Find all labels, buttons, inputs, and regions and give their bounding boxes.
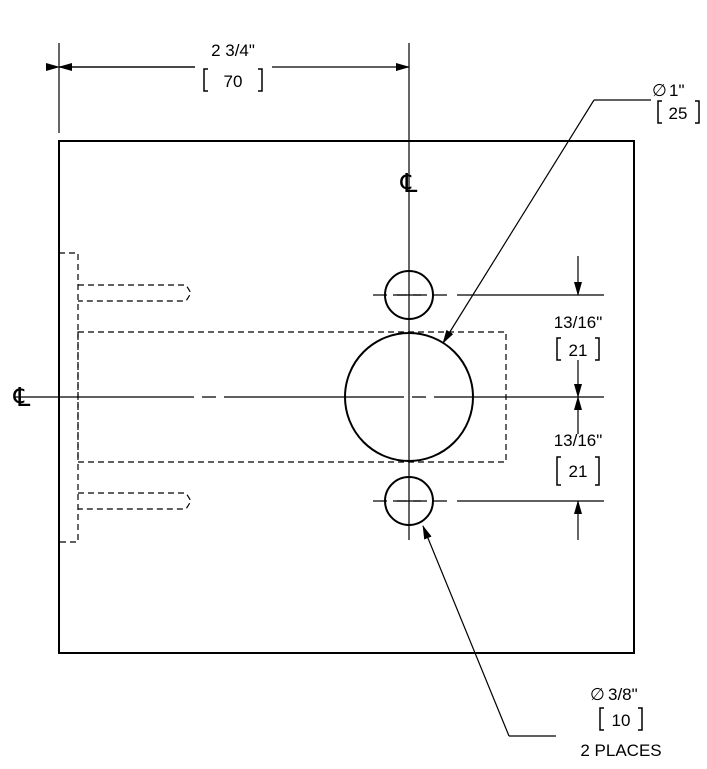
large-hole-leader [442, 99, 651, 344]
small-hole-imperial: 3/8" [608, 685, 638, 704]
upper-spacing-imperial: 13/16" [554, 313, 603, 332]
small-hole-metric-brackets [599, 707, 643, 731]
large-hole-symbol: ∅ [652, 81, 667, 100]
width-metric-brackets [203, 68, 263, 92]
small-hole-metric: 10 [612, 711, 631, 730]
holes [344, 270, 474, 526]
lower-spacing-metric: 21 [569, 462, 588, 481]
small-hole-note: 2 PLACES [580, 741, 661, 760]
width-imperial: 2 3/4" [211, 41, 255, 60]
large-hole-metric-brackets [657, 100, 700, 124]
upper-small-hole [384, 270, 434, 320]
upper-spacing-metric: 21 [569, 341, 588, 360]
large-hole-metric: 25 [669, 104, 688, 123]
large-hole [344, 332, 474, 462]
center-lines [14, 43, 604, 540]
small-hole-leader [422, 525, 556, 737]
width-metric: 70 [224, 72, 243, 91]
lower-spacing-metric-brackets [556, 456, 600, 486]
horizontal-centerline-label: ℄ [13, 382, 31, 412]
width-dimension [46, 43, 410, 133]
upper-spacing-metric-brackets [556, 337, 600, 361]
small-hole-symbol: ∅ [590, 685, 605, 704]
large-hole-imperial: 1" [669, 81, 685, 100]
lower-small-hole [384, 476, 434, 526]
lower-spacing-imperial: 13/16" [554, 431, 603, 450]
vertical-centerline-label: ℄ [400, 168, 418, 198]
